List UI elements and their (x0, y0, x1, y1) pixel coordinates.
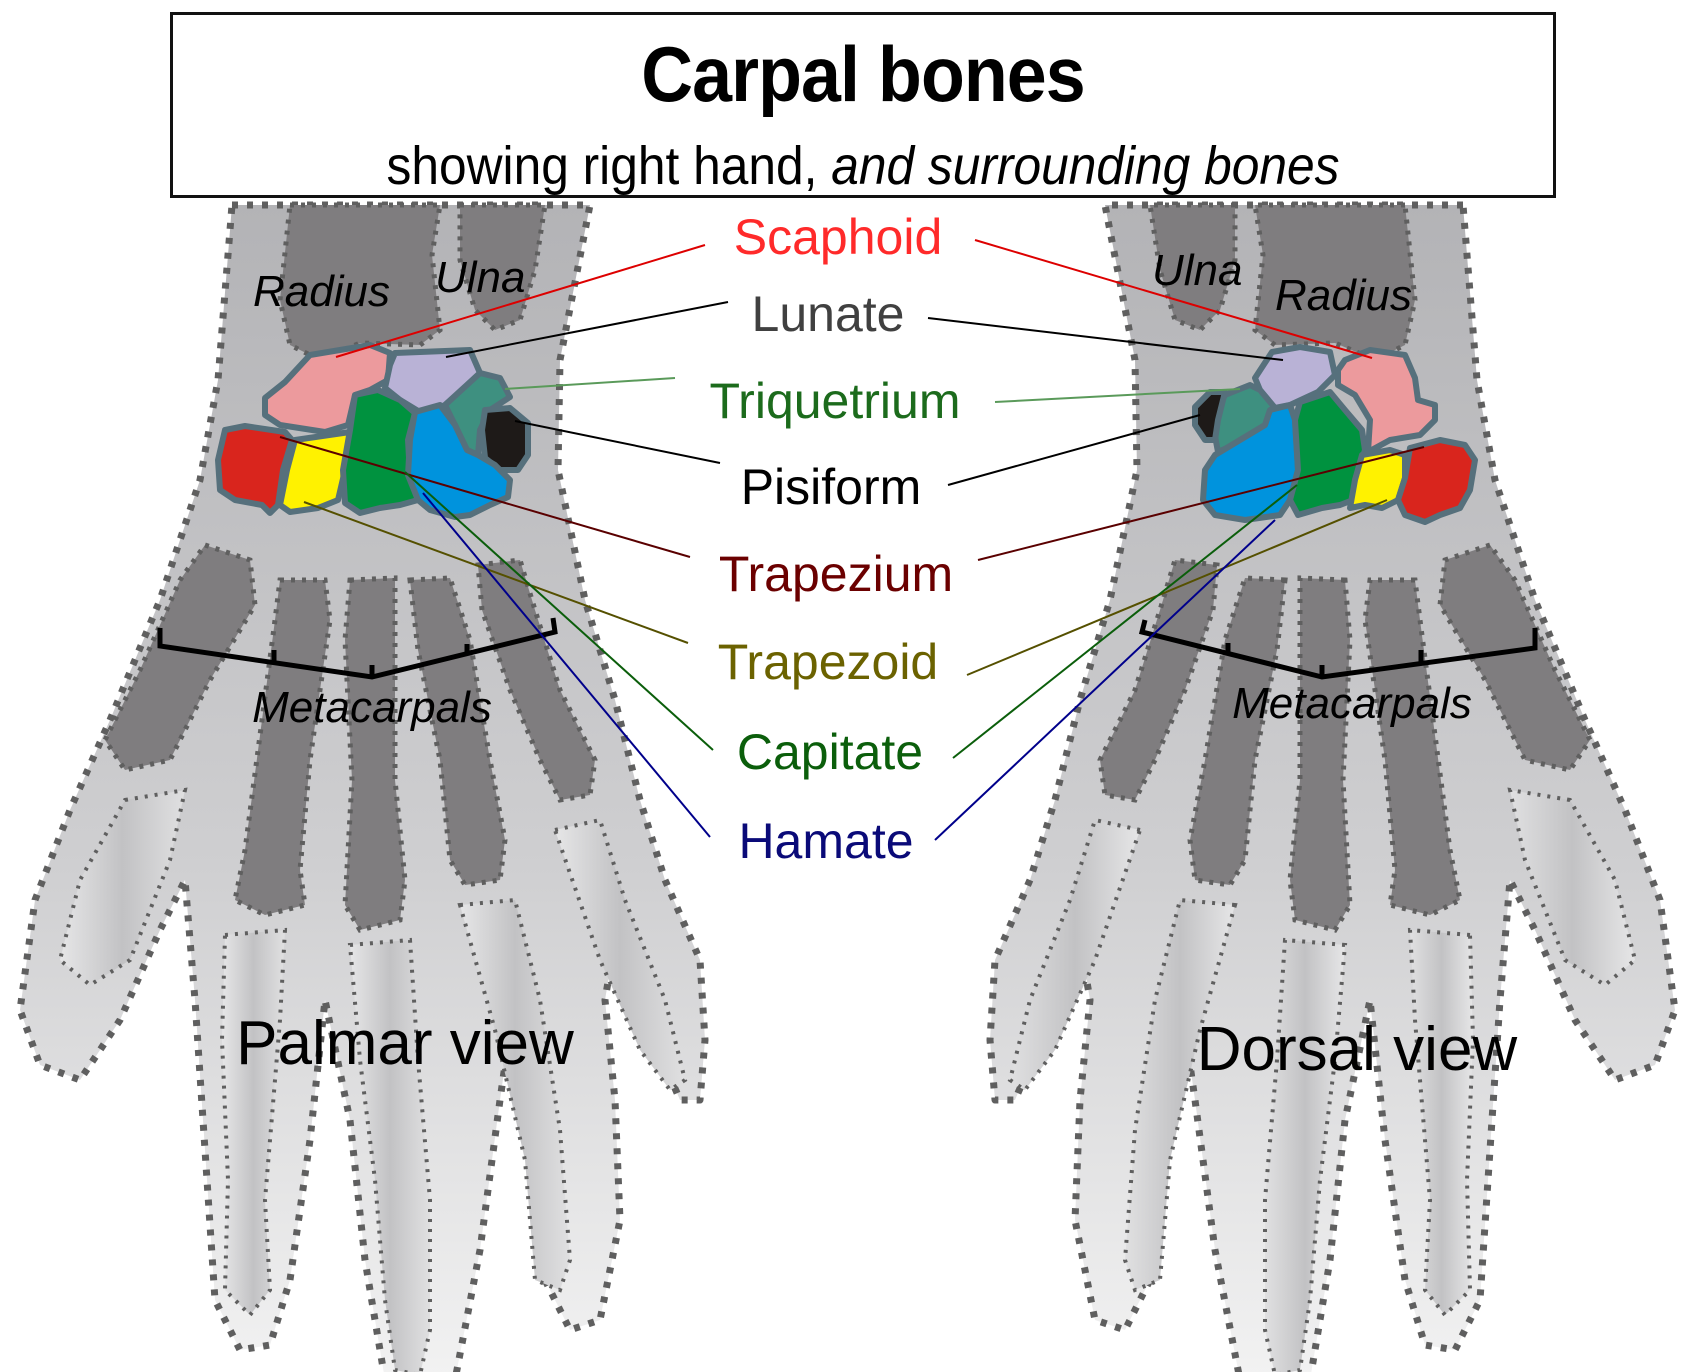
label-dorsal-view: Dorsal view (1197, 1015, 1518, 1084)
leader-hamate-palmar (422, 492, 711, 838)
palmar-capitate (340, 387, 421, 516)
leader-pisiform-dorsal (947, 414, 1201, 486)
palmar-ulna-bone (457, 202, 548, 333)
leader-trapezium-dorsal (977, 446, 1425, 561)
leader-hamate-dorsal (934, 519, 1276, 841)
label-scaphoid: Scaphoid (734, 209, 943, 265)
palmar-radius-bone (277, 202, 443, 363)
leader-capitate-dorsal (952, 484, 1298, 759)
dorsal-radius-bone (1252, 202, 1418, 363)
label-pisiform: Pisiform (741, 459, 922, 515)
palmar-metacarpal-thumb (102, 542, 258, 773)
leader-trapezoid-palmar (303, 501, 689, 644)
view-labels: Palmar view Dorsal view (236, 1009, 1517, 1084)
palmar-carpals (215, 342, 531, 520)
dorsal-trapezium (1395, 437, 1478, 525)
dorsal-capitate (1287, 389, 1368, 518)
palmar-trapezium (215, 423, 295, 516)
label-palmar-metacarpals: Metacarpals (252, 683, 492, 732)
leader-scaphoid-dorsal (974, 239, 1373, 359)
dorsal-metacarpal-ring (1187, 575, 1288, 888)
palmar-phalanx-thumb (57, 787, 188, 988)
palmar-hand (16, 201, 709, 1372)
title-box: Carpal bones showing right hand, and sur… (170, 12, 1556, 198)
label-lunate: Lunate (752, 286, 905, 342)
dorsal-phalanx-little (1007, 817, 1143, 1093)
leader-lunate-palmar (445, 301, 729, 358)
dorsal-trapezoid (1347, 447, 1408, 511)
palmar-phalanx-ring (457, 897, 573, 1293)
carpal-labels: Scaphoid Lunate Triquetrium Pisiform Tra… (710, 209, 961, 869)
label-palmar-ulna: Ulna (435, 253, 526, 302)
dorsal-metacarpal-thumb (1437, 542, 1593, 773)
leader-trapezium-palmar (279, 436, 691, 558)
label-dorsal-radius: Radius (1275, 271, 1412, 320)
leader-pisiform-palmar (514, 420, 721, 464)
dorsal-phalanx-middle (1263, 937, 1348, 1372)
dorsal-metacarpal-index (1362, 577, 1463, 918)
leader-lines (279, 239, 1425, 841)
page-subtitle: showing right hand, and surrounding bone… (228, 139, 1498, 193)
label-dorsal-metacarpals: Metacarpals (1232, 679, 1472, 728)
dorsal-pisiform (1192, 389, 1228, 443)
leader-triquetrium-palmar (504, 377, 676, 390)
leader-scaphoid-palmar (335, 244, 706, 358)
label-trapezoid: Trapezoid (718, 634, 938, 690)
leader-lunate-dorsal (927, 317, 1284, 361)
dorsal-phalanx-thumb (1507, 787, 1638, 988)
palmar-metacarpal-middle (342, 575, 408, 933)
leader-capitate-palmar (404, 471, 714, 751)
dorsal-carpals (1192, 344, 1478, 525)
dorsal-phalanx-ring (1122, 897, 1238, 1293)
label-palmar-view: Palmar view (236, 1009, 574, 1078)
metacarpal-brackets (157, 617, 1538, 680)
page-title: Carpal bones (641, 30, 1085, 118)
palmar-phalanx-middle (347, 937, 432, 1372)
label-dorsal-ulna: Ulna (1152, 246, 1243, 295)
palmar-metacarpal-ring (407, 575, 508, 888)
italic-labels: Radius Ulna Ulna Radius Metacarpals Meta… (252, 246, 1472, 732)
palmar-phalanx-index (219, 927, 288, 1318)
palmar-phalanx-little (552, 817, 688, 1093)
label-capitate: Capitate (737, 724, 923, 780)
subtitle-plain: showing right hand, (386, 136, 818, 196)
dorsal-hand (986, 201, 1679, 1372)
palmar-metacarpal-index (232, 577, 333, 918)
palmar-metacarpal-little (475, 557, 598, 803)
label-trapezium: Trapezium (719, 546, 953, 602)
leader-trapezoid-dorsal (966, 499, 1388, 676)
dorsal-phalanx-index (1407, 927, 1476, 1318)
subtitle-italic: and surrounding bones (831, 136, 1340, 196)
dorsal-metacarpal-middle (1287, 575, 1353, 933)
leader-triquetrium-dorsal (994, 388, 1241, 403)
dorsal-scaphoid (1335, 347, 1438, 455)
palmar-pisiform (479, 405, 531, 473)
label-triquetrium: Triquetrium (710, 373, 961, 429)
label-palmar-radius: Radius (253, 267, 390, 316)
label-hamate: Hamate (738, 813, 913, 869)
